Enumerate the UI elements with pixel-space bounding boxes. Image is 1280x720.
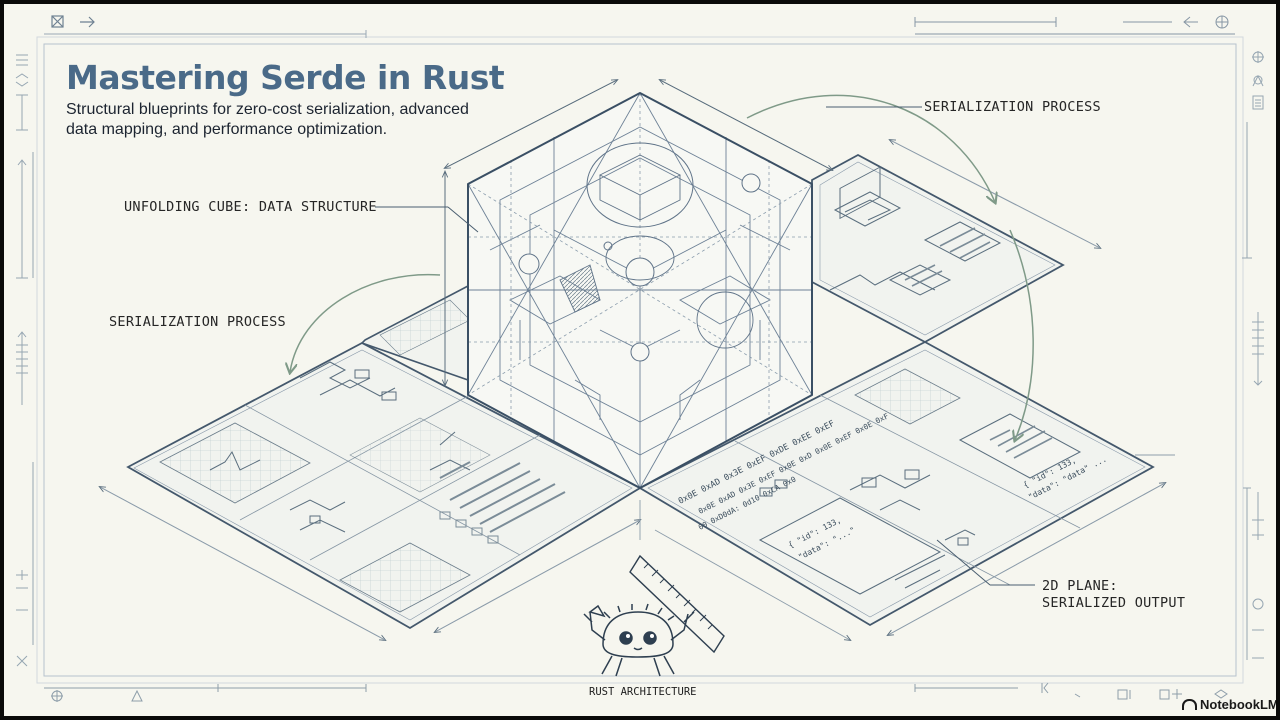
left-plane: [126, 341, 642, 630]
rust-architecture-label: RUST ARCHITECTURE: [589, 686, 697, 698]
page-frame: [36, 36, 1244, 684]
page-subtitle: Structural blueprints for zero-cost seri…: [66, 101, 469, 138]
crab-mascot-icon: [583, 603, 695, 677]
serialization-process-top-label: SERIALIZATION PROCESS: [924, 99, 1101, 115]
crosshair-icon: [1252, 51, 1264, 63]
compass-icon: [1252, 74, 1264, 87]
close-box-icon: [51, 15, 64, 28]
serialized-output-label: 2D PLANE: SERIALIZED OUTPUT: [1042, 578, 1186, 611]
notebooklm-brand: NotebookLM: [1182, 697, 1276, 712]
brand-name: NotebookLM: [1200, 697, 1276, 712]
arrow-right-icon: [80, 16, 95, 28]
ruler-icon: [629, 554, 725, 654]
serialization-process-left-label: SERIALIZATION PROCESS: [109, 314, 286, 330]
document-icon: [1252, 95, 1264, 110]
unfolding-cube-label: UNFOLDING CUBE: DATA STRUCTURE: [124, 199, 377, 215]
crosshair-icon: [51, 690, 63, 702]
data-structure-cube: [445, 80, 832, 489]
slide: 0x0E 0xAD 0x3E 0xEF 0xDE 0xEE 0xEF 0x0E …: [4, 4, 1276, 716]
triangle-icon: [131, 689, 143, 702]
back-right-plane: [811, 153, 1065, 344]
page-title: Mastering Serde in Rust: [66, 58, 505, 97]
notebooklm-logo-icon: [1182, 699, 1197, 710]
blueprint-illustration: 0x0E 0xAD 0x3E 0xEF 0xDE 0xEE 0xEF 0x0E …: [15, 15, 1264, 702]
right-plane: 0x0E 0xAD 0x3E 0xEF 0xDE 0xEE 0xEF 0x0E …: [638, 340, 1155, 627]
